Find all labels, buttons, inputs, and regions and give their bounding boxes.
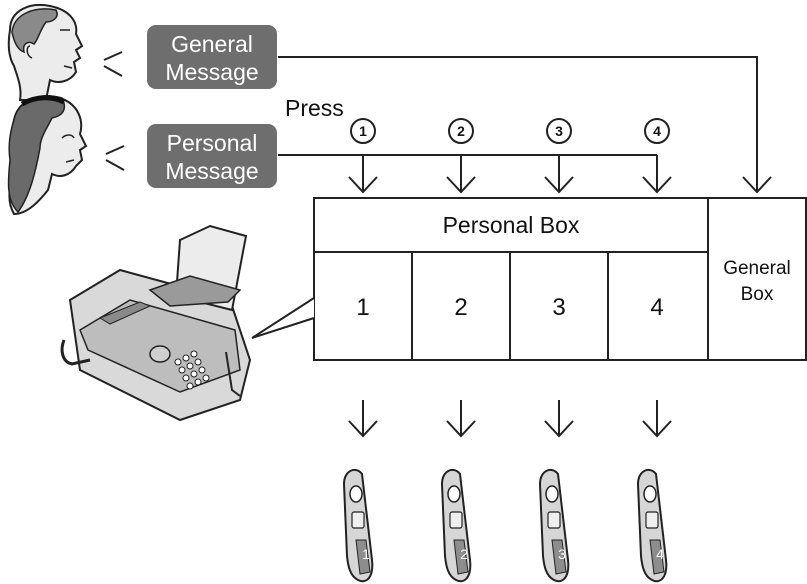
personal-box-title: Personal Box (443, 212, 580, 238)
general-message-label: General Message (147, 25, 277, 89)
fax-machine-icon (60, 224, 252, 422)
press-label: Press (285, 95, 344, 121)
cordless-handset-4: 4 (636, 468, 668, 583)
press-key-4: 4 (644, 118, 670, 144)
woman-caller-icon (7, 95, 88, 216)
svg-text:1: 1 (359, 123, 367, 139)
handset-number-3: 3 (558, 546, 566, 562)
handset-number-1: 1 (362, 546, 370, 562)
personal-box-slot-1: 1 (356, 294, 369, 321)
cordless-handset-icon (636, 468, 668, 583)
cordless-handset-icon (440, 468, 472, 583)
general-box-line2: Box (741, 284, 774, 305)
cordless-handset-icon (342, 468, 374, 583)
general-box: General Box (707, 197, 807, 361)
personal-box-slot-3: 3 (552, 294, 565, 321)
down-arrows-into-box (348, 155, 672, 194)
personal-message-label: Personal Message (147, 124, 277, 188)
general-message-line2: Message (165, 59, 258, 85)
speech-mark-icon (103, 51, 123, 77)
svg-text:3: 3 (555, 123, 563, 139)
press-key-1: 1 (350, 118, 376, 144)
general-box-line1: General (723, 258, 791, 279)
press-key-3: 3 (546, 118, 572, 144)
speech-mark-icon (105, 145, 125, 171)
down-arrows-to-handsets (348, 400, 672, 438)
personal-box-slot-2: 2 (454, 294, 467, 321)
general-message-line1: General (171, 31, 253, 57)
personal-box-slot-4: 4 (650, 294, 663, 321)
cordless-handset-1: 1 (342, 468, 374, 583)
press-key-2: 2 (448, 118, 474, 144)
handset-number-4: 4 (656, 546, 664, 562)
man-caller-icon (7, 4, 84, 101)
handset-number-2: 2 (460, 546, 468, 562)
cordless-handset-icon (538, 468, 570, 583)
svg-text:4: 4 (653, 123, 661, 139)
cordless-handset-2: 2 (440, 468, 472, 583)
personal-message-line2: Message (165, 158, 258, 184)
fax-callout-pointer (251, 297, 315, 339)
personal-box: Personal Box 1 2 3 4 (313, 197, 709, 361)
cordless-handset-3: 3 (538, 468, 570, 583)
general-route-line (278, 56, 772, 194)
svg-text:2: 2 (457, 123, 465, 139)
personal-message-line1: Personal (167, 130, 258, 156)
